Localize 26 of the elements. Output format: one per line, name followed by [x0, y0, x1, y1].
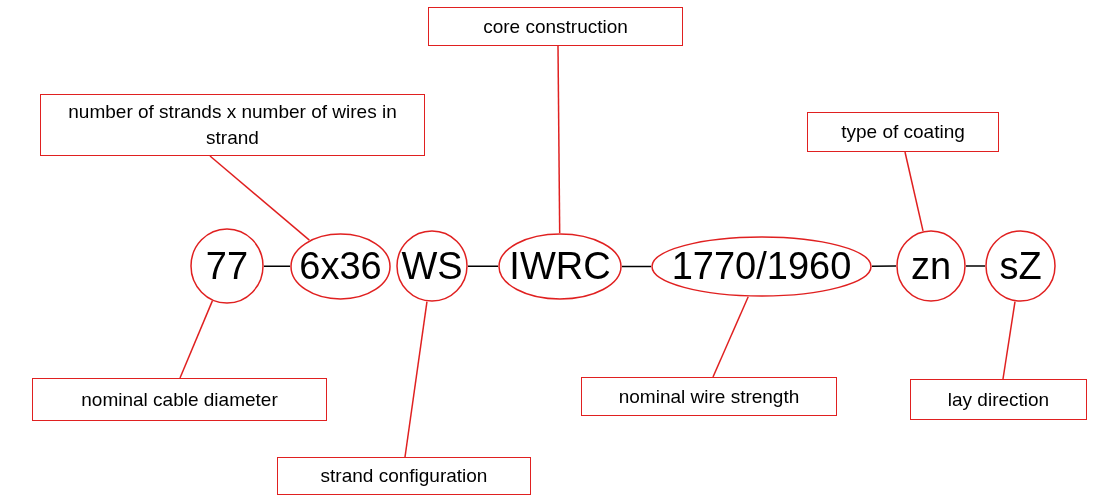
- connector-line: [965, 265, 986, 267]
- connector-line: [871, 265, 897, 267]
- connector-line: [621, 265, 652, 268]
- leader-line: [404, 300, 428, 458]
- callout-label: core construction: [428, 7, 683, 46]
- callout-label: nominal wire strength: [581, 377, 837, 416]
- callout-label: type of coating: [807, 112, 999, 152]
- marked-code-ellipse: 6x36: [290, 233, 391, 300]
- connector-line: [467, 265, 499, 267]
- callout-label: lay direction: [910, 379, 1087, 420]
- marked-code-ellipse: IWRC: [498, 233, 622, 300]
- marked-code-ellipse: WS: [396, 230, 468, 302]
- callout-label: number of strands x number of wires in strand: [40, 94, 425, 156]
- leader-line: [904, 151, 924, 232]
- marked-code-ellipse: sZ: [985, 230, 1056, 302]
- marked-code-ellipse: 1770/1960: [651, 236, 872, 297]
- leader-line: [712, 296, 749, 378]
- callout-label: nominal cable diameter: [32, 378, 327, 421]
- marked-code-ellipse: zn: [896, 230, 966, 302]
- marked-code-ellipse: 77: [190, 228, 264, 304]
- leader-line: [209, 155, 311, 241]
- connector-line: [263, 265, 291, 268]
- leader-line: [1002, 300, 1016, 380]
- leader-line: [557, 45, 561, 234]
- leader-line: [179, 300, 214, 379]
- callout-label: strand configuration: [277, 457, 531, 495]
